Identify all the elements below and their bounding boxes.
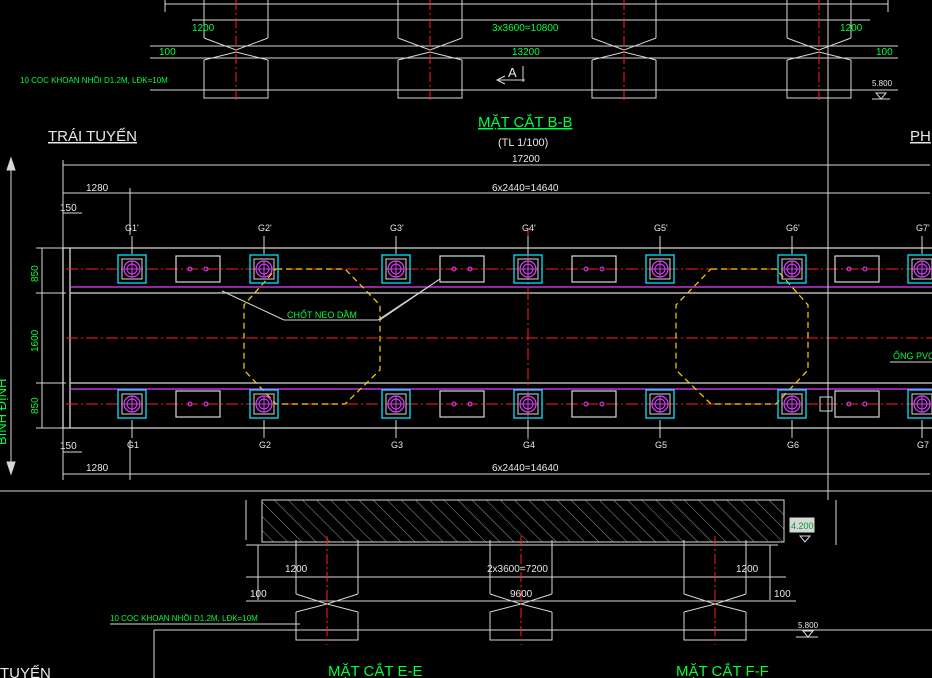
girder-label: G7 <box>917 440 929 450</box>
section-mark-a: A <box>508 65 517 80</box>
dim-top-left: 1280 <box>86 183 109 194</box>
plan-view: MẶT CẮT B-B (TL 1/100) TRÁI TUYẾN PH BÌN… <box>0 0 932 500</box>
elevation-box <box>789 517 815 533</box>
girder-label: G4 <box>523 440 535 450</box>
dim-top-edge: 150 <box>60 203 77 214</box>
top-elevation: 5.800 <box>872 79 893 88</box>
top-dim-edge-right: 100 <box>876 47 893 58</box>
girder-labels-top: G1' G2' G3' G4' G5' G6' G7' <box>125 223 930 233</box>
girder-label: G1' <box>125 223 139 233</box>
bottom-dim-edge-right: 100 <box>774 589 791 600</box>
dim-bottom-edge: 150 <box>60 441 77 452</box>
girder-label: G2 <box>259 440 271 450</box>
bottom-pile-note: 10 COC KHOAN NHỒI D1.2M, LĐK=10M <box>110 613 258 623</box>
left-axis-arrow <box>6 156 16 476</box>
pier-lines <box>70 286 932 390</box>
top-dim-left: 1200 <box>192 23 215 34</box>
girder-label: G7' <box>916 223 930 233</box>
left-axis-bottom-label: BÌNH ĐỊNH <box>0 379 9 445</box>
top-dim-mid: 3x3600=10800 <box>492 23 559 34</box>
right-side-label: PH <box>910 128 931 145</box>
section-e-title: MẶT CẮT E-E <box>328 662 422 678</box>
girder-label: G6' <box>786 223 800 233</box>
girder-label: G5' <box>654 223 668 233</box>
girder-axis-ticks <box>131 236 923 438</box>
dim-v2: 1600 <box>30 329 41 352</box>
bottom-elevation: 5.800 <box>798 621 819 630</box>
left-side-label: TRÁI TUYẾN <box>48 128 137 145</box>
bottom-dim-edge-left: 100 <box>250 589 267 600</box>
bottom-dim-total: 9600 <box>510 589 533 600</box>
plan-title: MẶT CẮT B-B <box>478 113 572 131</box>
dim-top-span: 6x2440=14640 <box>492 183 559 194</box>
girder-label: G5 <box>655 440 667 450</box>
top-pile-note: 10 COC KHOAN NHỒI D1.2M, LĐK=10M <box>20 75 168 85</box>
top-dim-edge-left: 100 <box>159 47 176 58</box>
bottom-dim-right: 1200 <box>736 564 759 575</box>
plan-dimension-lines <box>36 160 930 480</box>
dim-bottom-left: 1280 <box>86 463 109 474</box>
girder-label: G3' <box>390 223 404 233</box>
top-dim-total: 13200 <box>512 47 540 58</box>
anchor-zones <box>243 268 809 405</box>
pipe-note: ỐNG PVC <box>893 350 932 361</box>
elevation-box-value: 4.200 <box>791 521 814 531</box>
top-dim-right: 1200 <box>840 23 863 34</box>
bottom-dim-left: 1200 <box>285 564 308 575</box>
anchor-note: CHỐT NEO DẦM <box>287 309 357 320</box>
dim-v3: 850 <box>30 397 41 414</box>
plan-scale: (TL 1/100) <box>498 137 548 149</box>
girder-label: G1 <box>127 440 139 450</box>
girder-label: G4' <box>522 223 536 233</box>
cap-beam-outline <box>62 247 932 429</box>
girder-label: G2' <box>258 223 272 233</box>
girder-label: G6 <box>787 440 799 450</box>
pvc-pipe-marker <box>819 396 833 412</box>
top-pile-axes <box>235 0 820 100</box>
girder-label: G3 <box>391 440 403 450</box>
girder-labels-bottom: G1 G2 G3 G4 G5 G6 G7 <box>127 440 929 450</box>
top-section: 1200 3x3600=10800 1200 100 13200 100 10 … <box>20 0 898 100</box>
bottom-dim-mid: 2x3600=7200 <box>487 564 548 575</box>
bottom-section: 4.200 1200 2x3600=7200 1200 100 9600 100… <box>0 499 932 678</box>
dim-overall: 17200 <box>512 154 540 165</box>
dim-bottom-span: 6x2440=14640 <box>492 463 559 474</box>
bottom-pile-axes <box>326 536 716 645</box>
bottom-left-label: TUYẾN <box>0 665 51 678</box>
section-f-title: MẶT CẮT F-F <box>676 662 769 678</box>
anchor-note-leaders <box>221 278 441 321</box>
dim-v1: 850 <box>30 265 41 282</box>
bottom-section-linework <box>110 499 932 678</box>
